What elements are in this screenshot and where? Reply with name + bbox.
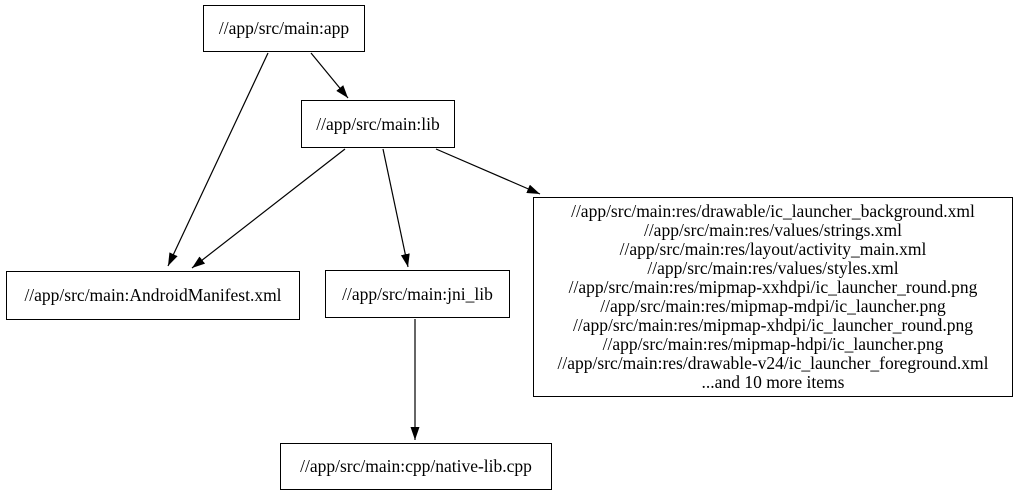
edge-app-to-lib: [310, 52, 349, 99]
res-group-line: //app/src/main:res/mipmap-xhdpi/ic_launc…: [573, 315, 973, 335]
res-group-line: //app/src/main:res/mipmap-xxhdpi/ic_laun…: [568, 277, 978, 297]
node-lib-label: //app/src/main:lib: [316, 113, 440, 134]
res-group-more-items: ...and 10 more items: [701, 372, 845, 392]
node-app: //app/src/main:app: [203, 5, 365, 52]
res-group-line: //app/src/main:res/layout/activity_main.…: [619, 239, 927, 259]
node-jni-lib: //app/src/main:jni_lib: [325, 270, 510, 318]
node-res-group: //app/src/main:res/drawable/ic_launcher_…: [533, 197, 1013, 397]
res-group-line: //app/src/main:res/values/styles.xml: [647, 258, 899, 278]
node-jni-lib-label: //app/src/main:jni_lib: [342, 283, 493, 304]
res-group-line: //app/src/main:res/drawable-v24/ic_launc…: [557, 353, 989, 373]
res-group-line: //app/src/main:res/values/strings.xml: [643, 220, 903, 240]
edge-app-to-manifest: [167, 52, 269, 267]
node-android-manifest: //app/src/main:AndroidManifest.xml: [6, 271, 300, 320]
node-native-lib-cpp: //app/src/main:cpp/native-lib.cpp: [280, 443, 552, 490]
edge-lib-to-jni-lib: [382, 148, 410, 268]
node-app-label: //app/src/main:app: [218, 18, 350, 38]
node-android-manifest-label: //app/src/main:AndroidManifest.xml: [24, 285, 282, 305]
res-group-line: //app/src/main:res/drawable/ic_launcher_…: [571, 201, 975, 221]
node-lib: //app/src/main:lib: [301, 100, 455, 148]
node-native-lib-cpp-label: //app/src/main:cpp/native-lib.cpp: [300, 456, 532, 476]
edge-lib-to-manifest: [191, 148, 346, 269]
res-group-line: //app/src/main:res/mipmap-mdpi/ic_launch…: [600, 296, 946, 316]
res-group-line: //app/src/main:res/mipmap-hdpi/ic_launch…: [602, 334, 944, 354]
edge-lib-to-res-group: [435, 148, 541, 195]
